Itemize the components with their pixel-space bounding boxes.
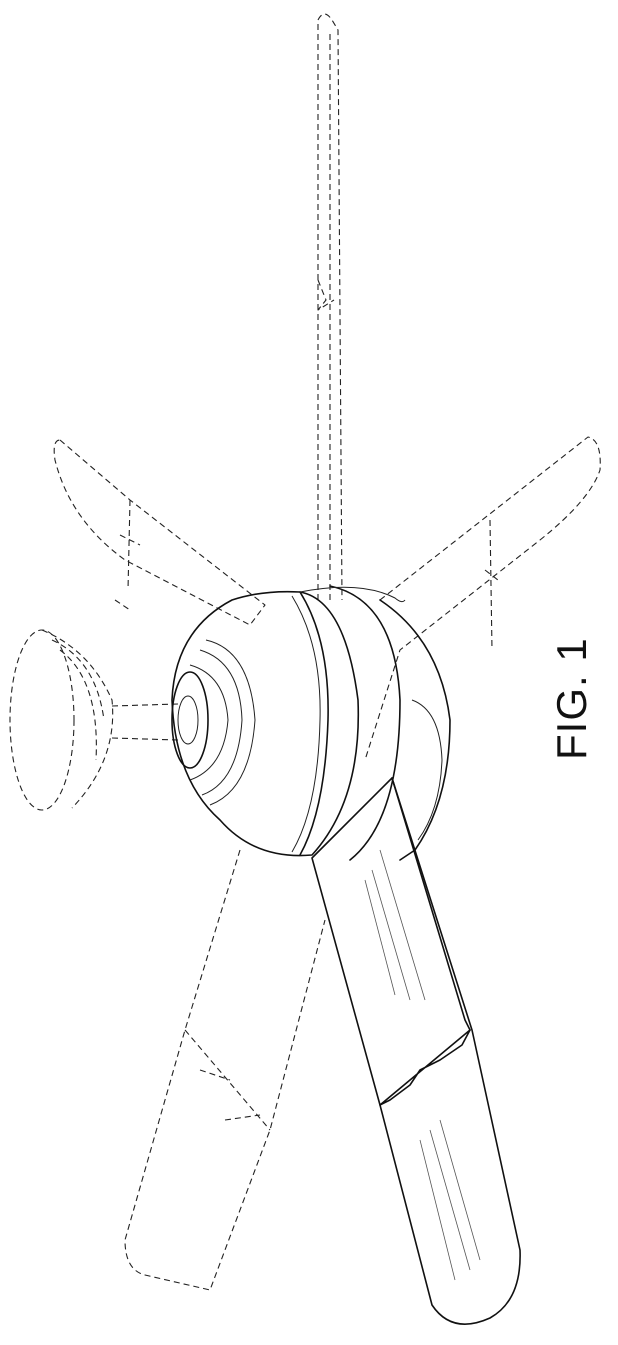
ceiling-canopy-dashed <box>10 630 113 810</box>
blade-upper-left-dashed <box>54 440 265 625</box>
blade-top-dashed <box>318 14 342 600</box>
downrod-dashed <box>112 704 178 740</box>
blade-front-solid <box>312 778 520 1324</box>
blade-shading <box>365 850 480 1280</box>
blade-lower-left-dashed <box>125 850 325 1290</box>
figure-label: FIG. 1 <box>548 637 596 760</box>
motor-housing <box>172 586 450 860</box>
